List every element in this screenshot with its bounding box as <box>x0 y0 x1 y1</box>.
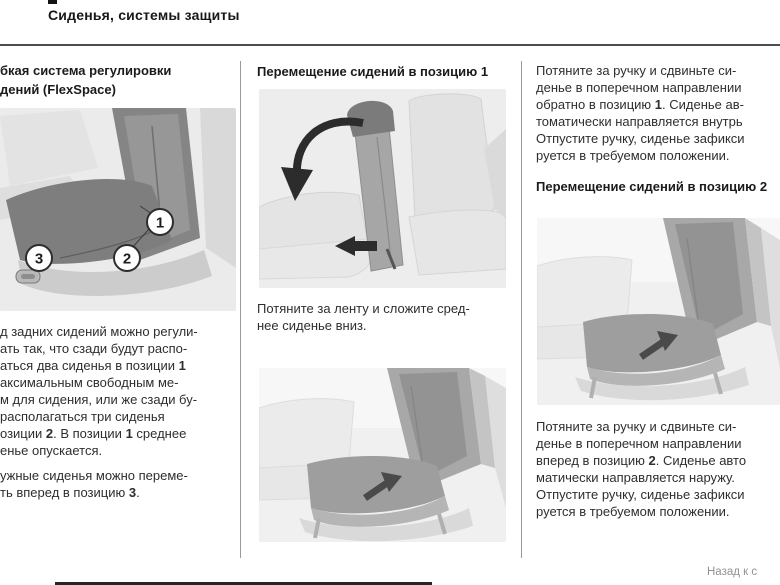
crop-artifact-bottom-bar <box>55 582 432 585</box>
flexspace-outer-seats-paragraph: ужные сиденья можно переме-ть вперед в п… <box>0 468 188 500</box>
illustration-flexspace-overview: 1 2 3 <box>0 108 236 311</box>
slide-direction-arrow-icon <box>639 331 678 360</box>
fold-seat-drawing <box>259 89 506 288</box>
pull-strap-arrow-icon <box>335 236 377 256</box>
slide-direction-arrow-icon <box>363 472 402 501</box>
seat-overview-drawing: 1 2 3 <box>0 108 236 311</box>
curved-fold-arrow-icon <box>281 117 364 201</box>
column-divider <box>521 61 522 558</box>
callout-3: 3 <box>25 244 53 272</box>
seat-slide-drawing-1 <box>259 368 506 542</box>
back-to-link[interactable]: Назад к с <box>707 566 758 578</box>
seat-slide-drawing-2 <box>537 218 780 405</box>
callout-2: 2 <box>113 244 141 272</box>
crop-artifact-top <box>48 0 57 4</box>
fold-seat-caption: Потяните за ленту и сложите сред-нее сид… <box>257 301 470 333</box>
flexspace-description-paragraph: д задних сидений можно регули-ать так, ч… <box>0 324 198 458</box>
position-1-instructions-paragraph: Потяните за ручку и сдвиньте си-денье в … <box>536 63 745 163</box>
callout-1-label: 1 <box>156 215 164 232</box>
illustration-seat-position-slide-2 <box>537 218 780 405</box>
section-heading-position-2: Перемещение сидений в позицию 2 <box>536 179 768 194</box>
callout-1: 1 <box>146 208 174 236</box>
callout-3-label: 3 <box>35 251 43 268</box>
illustration-fold-seat-arrows <box>259 89 506 288</box>
column-divider <box>240 61 241 558</box>
section-heading-position-1: Перемещение сидений в позицию 1 <box>257 64 489 79</box>
callout-2-label: 2 <box>123 251 131 268</box>
illustration-seat-position-slide-1 <box>259 368 506 542</box>
position-2-instructions-paragraph: Потяните за ручку и сдвиньте си-денье в … <box>536 419 747 519</box>
page-title: Сиденья, системы защиты <box>48 7 240 23</box>
header-rule <box>0 44 780 46</box>
